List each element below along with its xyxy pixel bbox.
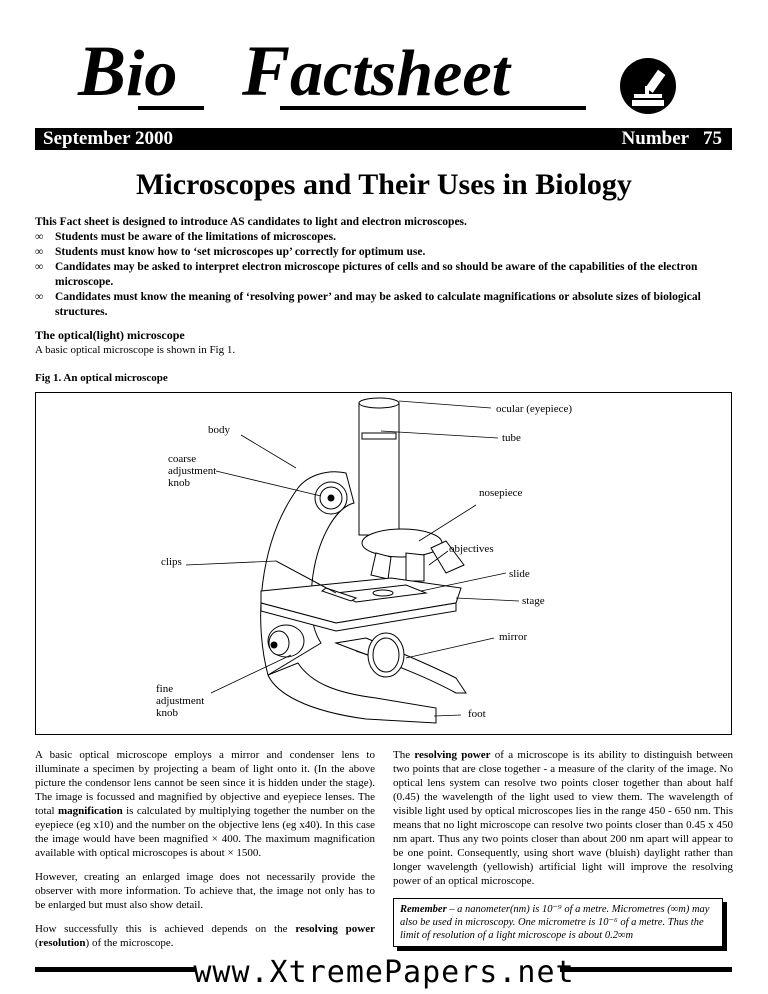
label-tube: tube [502, 432, 521, 444]
masthead-underline [138, 106, 204, 110]
left-column: A basic optical microscope employs a mir… [35, 748, 375, 960]
figure-box: ocular (eyepiece) body tube coarse adjus… [35, 392, 732, 735]
label-mirror: mirror [499, 631, 528, 643]
intro-bullet: ∞Students must know how to ‘set microsco… [35, 246, 426, 258]
microscope-icon [620, 58, 676, 114]
footer: www.XtremePapers.net [0, 955, 768, 994]
page-title: Microscopes and Their Uses in Biology [136, 168, 632, 201]
masthead-word-bio: Bio [78, 31, 178, 111]
label-fine-adjustment-knob: fine adjustment knob [156, 683, 205, 719]
issue-number: Number 75 [621, 128, 722, 149]
label-slide: slide [509, 568, 530, 580]
figure-caption: Fig 1. An optical microscope [35, 372, 168, 384]
footer-url: www.XtremePapers.net [193, 955, 575, 990]
masthead-underline [280, 106, 586, 110]
section-text: A basic optical microscope is shown in F… [35, 344, 236, 356]
infinity-bullet-icon: ∞ [35, 291, 44, 303]
intro-bullet: ∞Candidates may be asked to interpret el… [35, 261, 698, 288]
right-column: The resolving power of a microscope is i… [393, 748, 733, 898]
remember-text: – a nanometer(nm) is 10⁻⁹ of a metre. Mi… [400, 904, 710, 941]
masthead-word-factsheet: Factsheet [242, 31, 510, 111]
intro-lead: This Fact sheet is designed to introduce… [35, 216, 467, 228]
intro-block: This Fact sheet is designed to introduce… [35, 215, 735, 320]
footer-rule-left [35, 967, 195, 972]
label-objectives: objectives [449, 543, 494, 555]
remember-box: Remember – a nanometer(nm) is 10⁻⁹ of a … [393, 898, 723, 947]
right-paragraph-1: The resolving power of a microscope is i… [393, 749, 733, 887]
microscope-drawing [185, 397, 520, 724]
left-paragraph-1: A basic optical microscope employs a mir… [35, 749, 375, 859]
left-paragraph-2: However, creating an enlarged image does… [35, 871, 375, 911]
infinity-bullet-icon: ∞ [35, 231, 44, 243]
issue-banner: September 2000 Number 75 [35, 128, 732, 150]
label-clips: clips [161, 556, 182, 568]
label-ocular: ocular (eyepiece) [496, 403, 573, 415]
label-coarse-adjustment-knob: coarse adjustment knob [168, 453, 217, 489]
remember-label: Remember [400, 904, 447, 915]
issue-date: September 2000 [43, 128, 173, 149]
footer-rule-right [560, 967, 732, 972]
label-body: body [208, 424, 230, 436]
intro-bullet: ∞Candidates must know the meaning of ‘re… [35, 291, 701, 318]
label-stage: stage [522, 595, 545, 607]
label-foot: foot [468, 708, 486, 720]
foot-shape [267, 662, 437, 724]
label-nosepiece: nosepiece [479, 487, 523, 499]
section-heading: The optical(light) microscope [35, 328, 185, 342]
left-paragraph-3: How successfully this is achieved depend… [35, 923, 376, 949]
infinity-bullet-icon: ∞ [35, 246, 44, 258]
infinity-bullet-icon: ∞ [35, 261, 44, 273]
masthead: Bio Factsheet [0, 0, 768, 130]
intro-bullet: ∞Students must be aware of the limitatio… [35, 231, 336, 243]
